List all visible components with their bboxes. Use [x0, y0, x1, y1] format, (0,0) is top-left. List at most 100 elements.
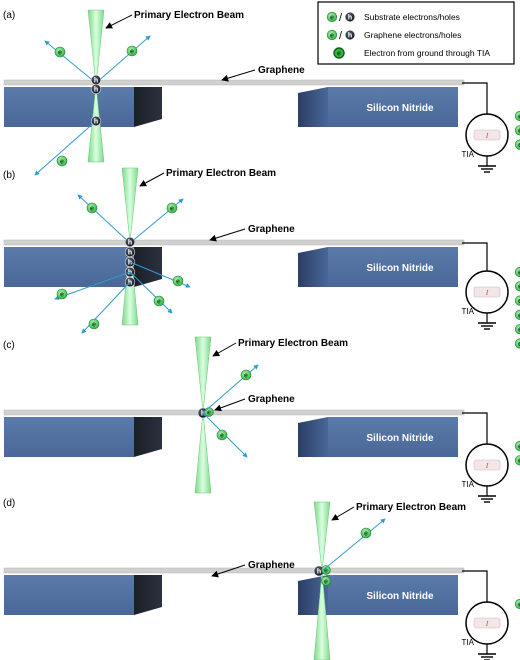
electron-marker: e	[326, 11, 338, 23]
electron-symbol: e	[518, 312, 520, 319]
tia-label: TIA	[462, 150, 475, 159]
tia-wire	[462, 242, 488, 274]
electron-circle	[321, 565, 331, 575]
electron-marker: e	[166, 202, 178, 214]
substrate-block-left	[4, 87, 134, 127]
substrate-bevel-right	[298, 417, 328, 457]
electron-circle	[360, 527, 372, 539]
electron-marker: e	[514, 440, 520, 452]
hole-circle	[90, 115, 102, 127]
beam-label-arrow	[139, 172, 165, 187]
silicon-nitride-label: Silicon Nitride	[366, 591, 434, 602]
electron-circle	[514, 266, 520, 278]
tia-amplifier: ITIAee	[462, 440, 520, 503]
tia-current-box	[473, 459, 501, 471]
graphene-label-arrow	[209, 228, 246, 242]
electron-circle	[514, 338, 520, 349]
electron-circle	[86, 202, 98, 214]
hole-symbol: h	[348, 14, 352, 21]
electron-symbol: e	[207, 409, 211, 416]
electron-circle	[514, 309, 520, 320]
legend-text: Substrate electrons/holes	[364, 12, 460, 22]
electron-symbol: e	[518, 443, 520, 450]
panel-b: (b)Silicon NitrideITIAeeeeeePrimary Elec…	[3, 167, 520, 349]
electron-symbol: e	[518, 458, 520, 465]
current-symbol: I	[485, 620, 489, 628]
hole-symbol: h	[94, 86, 98, 93]
legend-slash: /	[339, 30, 343, 42]
silicon-nitride-label: Silicon Nitride	[366, 103, 434, 114]
hole-marker: h	[90, 115, 102, 127]
legend-text: Electron from ground through TIA	[364, 48, 490, 58]
emission-arrow	[34, 120, 97, 176]
electron-symbol: e	[330, 14, 334, 21]
electron-marker: e	[360, 527, 372, 539]
emission-arrow	[54, 271, 131, 300]
tia-wire	[462, 412, 488, 444]
electron-marker: e	[514, 125, 520, 136]
substrate-bevel-right	[298, 87, 328, 127]
electron-marker: e	[514, 455, 520, 466]
electron-symbol: e	[518, 142, 520, 149]
graphene-sheet	[3, 239, 465, 246]
legend-text: Graphene electrons/holes	[364, 30, 461, 40]
electron-symbol: e	[176, 278, 180, 285]
tia-current-box	[473, 129, 501, 141]
substrate-block-left	[4, 247, 134, 287]
hole-circle	[90, 83, 102, 95]
silicon-nitride-label: Silicon Nitride	[366, 433, 434, 444]
beam-upper-cone	[313, 501, 331, 572]
electron-marker: e	[514, 266, 520, 278]
electron-marker: e	[326, 29, 338, 41]
electron-symbol: e	[60, 158, 64, 165]
graphene-label-arrow	[221, 69, 256, 82]
electron-symbol: e	[324, 567, 328, 574]
electron-marker: e	[86, 202, 98, 214]
electron-marker: e	[514, 281, 520, 292]
graphene-label-arrow	[211, 564, 246, 578]
panel-a: (a)Silicon NitrideITIAeeePrimary Electro…	[3, 9, 520, 176]
electron-circle	[172, 275, 184, 287]
beam-label-arrow	[212, 342, 237, 357]
panel-tag: (a)	[3, 10, 15, 21]
substrate-block-right	[328, 247, 458, 287]
hole-symbol: h	[348, 32, 352, 39]
electron-symbol: e	[170, 205, 174, 212]
panel-tag: (b)	[3, 170, 15, 181]
graphene-sheet	[3, 409, 465, 416]
graphene-label: Graphene	[248, 224, 295, 235]
electron-circle	[321, 576, 331, 586]
tia-amplifier: ITIAe	[462, 598, 520, 660]
tia-label: TIA	[462, 638, 475, 647]
electron-symbol: e	[518, 113, 520, 120]
substrate-block-left	[4, 417, 134, 457]
electron-symbol: e	[92, 321, 96, 328]
substrate-block-right	[328, 575, 458, 615]
hole-circle	[124, 236, 136, 248]
electron-circle	[514, 455, 520, 466]
electron-circle	[514, 125, 520, 136]
tia-amplifier: ITIAeee	[462, 110, 520, 173]
hole-circle	[124, 246, 136, 258]
graphene-sheet	[3, 79, 465, 86]
hole-symbol: h	[94, 118, 98, 125]
electron-circle	[326, 11, 338, 23]
beam-upper-cone	[121, 167, 139, 243]
substrate-block-right	[328, 87, 458, 127]
electron-symbol: e	[518, 327, 520, 334]
current-symbol: I	[485, 462, 489, 470]
hole-symbol: h	[317, 568, 321, 575]
electron-marker: e	[172, 275, 184, 287]
silicon-nitride-label: Silicon Nitride	[366, 263, 434, 274]
substrate-bevel-right	[298, 247, 328, 287]
panel-d: (d)Silicon NitrideITIAePrimary Electron …	[3, 498, 520, 660]
ground-electron-circle	[333, 47, 345, 59]
hole-marker: h	[90, 74, 102, 86]
electron-circle	[166, 202, 178, 214]
emission-arrow	[129, 271, 173, 314]
emission-arrow	[95, 35, 151, 84]
beam-lower-cone	[194, 411, 212, 494]
panel-tag: (c)	[3, 340, 15, 351]
electron-circle	[153, 295, 165, 307]
